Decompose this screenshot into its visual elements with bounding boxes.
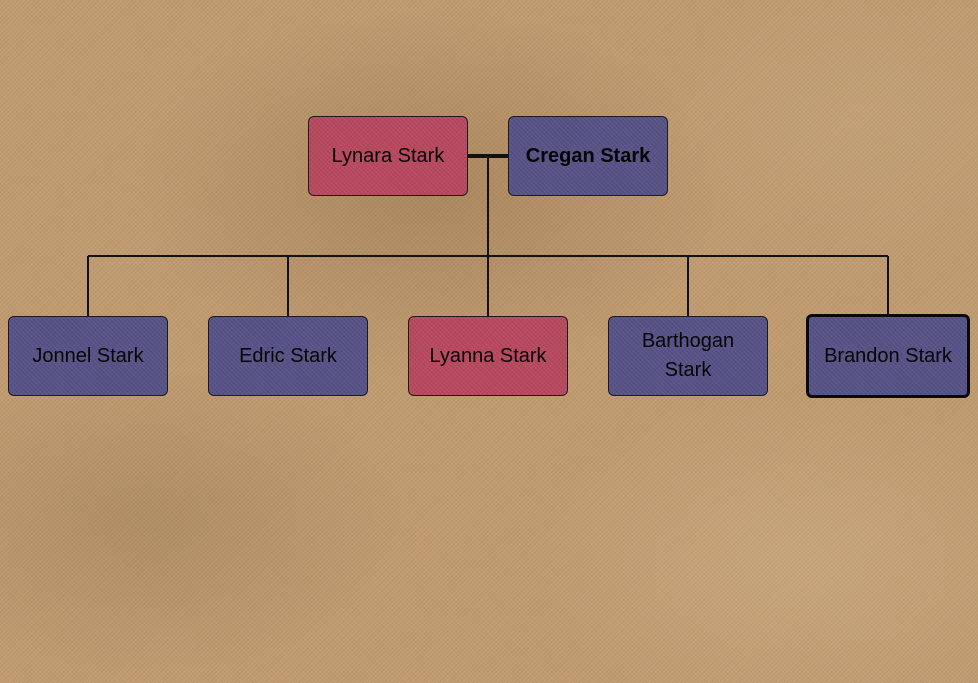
person-node-barthogan-stark[interactable]: Barthogan Stark	[608, 316, 768, 396]
person-name: Jonnel Stark	[32, 344, 144, 367]
person-name: Edric Stark	[239, 344, 337, 367]
person-node-brandon-stark[interactable]: Brandon Stark	[806, 314, 970, 398]
person-name: Brandon Stark	[824, 344, 952, 367]
person-node-lynara-stark[interactable]: Lynara Stark	[308, 116, 468, 196]
person-name: Lyanna Stark	[429, 344, 547, 367]
person-node-jonnel-stark[interactable]: Jonnel Stark	[8, 316, 168, 396]
person-node-edric-stark[interactable]: Edric Stark	[208, 316, 368, 396]
person-name: Lynara Stark	[331, 144, 445, 167]
person-node-cregan-stark[interactable]: Cregan Stark	[508, 116, 668, 196]
person-name: Barthogan Stark	[641, 330, 735, 381]
person-node-lyanna-stark[interactable]: Lyanna Stark	[408, 316, 568, 396]
person-name: Cregan Stark	[525, 144, 651, 167]
